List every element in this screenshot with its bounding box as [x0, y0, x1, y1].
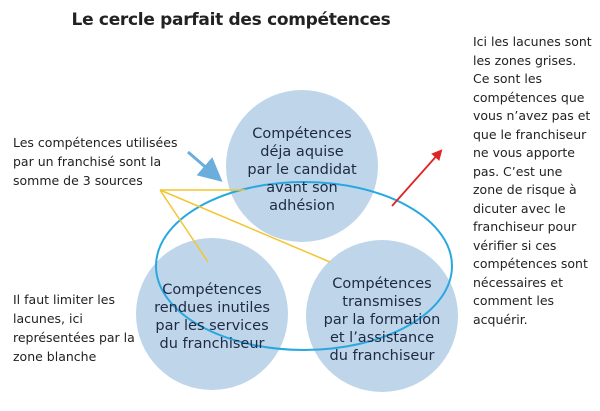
circle-acquired-skills [226, 90, 378, 242]
circle-right-label-line: par la formation [324, 312, 441, 328]
perfect-circle-outline [155, 181, 453, 351]
note-limit-gaps: Il faut limiter les lacunes, ici représe… [13, 292, 135, 364]
circle-right-label-line: Compétences [332, 276, 432, 292]
circle-useless-skills [136, 238, 288, 390]
circle-transmitted-skills [306, 240, 458, 392]
circle-left-label-line: Compétences [162, 282, 262, 298]
blue-arrow [187, 150, 223, 182]
circle-left-label-line: par les services [155, 318, 268, 334]
circle-top-label-line: Compétences [252, 126, 352, 142]
circle-acquired-skills-label: Compétences déja aquise par le candidat ava… [247, 126, 357, 214]
note-grey-zones: Ici les lacunes sont les zones grises. C… [473, 34, 592, 327]
circle-left-label-line: du franchiseur [160, 336, 265, 352]
circle-right-label-line: transmises [342, 294, 421, 310]
circle-right-label-line: du franchiseur [330, 348, 435, 364]
circle-useless-skills-label: Compétences rendues inutiles par les servi… [154, 282, 270, 352]
circle-top-label-line: par le candidat [247, 162, 357, 178]
red-arrow [391, 149, 443, 207]
connector-lines [159, 189, 331, 263]
circle-transmitted-skills-label: Compétences transmises par la formation et … [324, 276, 441, 364]
circle-top-label-line: avant son [266, 180, 337, 196]
connector-to-right [159, 189, 331, 263]
diagram-title: Le cercle parfait des compétences [71, 10, 391, 30]
circle-top-label-line: déja aquise [260, 144, 344, 160]
circle-right-label-line: et l’assistance [330, 330, 434, 346]
connector-to-left [159, 189, 209, 263]
circle-top-label-line: adhésion [269, 198, 335, 214]
circle-left-label-line: rendues inutiles [154, 300, 270, 316]
note-three-sources: Les compétences utilisées par un franchi… [13, 135, 178, 188]
